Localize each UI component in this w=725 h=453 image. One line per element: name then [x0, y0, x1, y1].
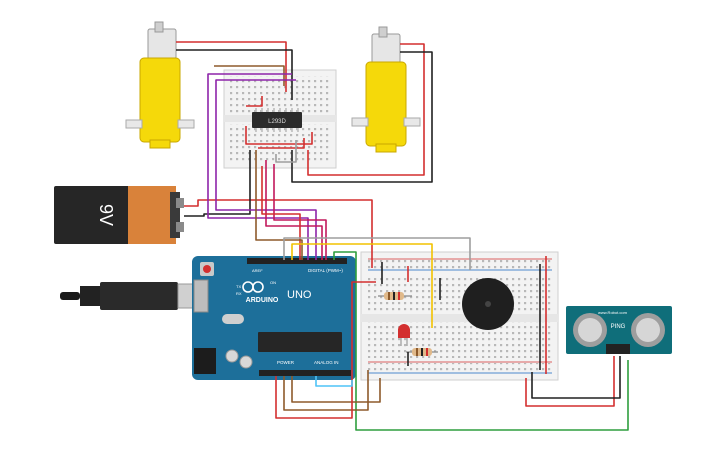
battery-label: 9V — [96, 204, 116, 226]
sensor-model-label: PING — [611, 324, 626, 330]
arduino-model-label: UNO — [287, 289, 312, 301]
wire-yellow — [291, 243, 433, 328]
dc-motor-left — [125, 21, 195, 149]
analog-header-label: ANALOG IN — [314, 360, 339, 365]
wire-red — [184, 199, 373, 268]
arduino-uno-board: ARDUINO UNO DIGITAL (PWM~) AREF TX RX ON… — [192, 256, 356, 380]
wire-black — [176, 49, 293, 100]
wire-grey — [283, 237, 471, 270]
wire-red — [258, 138, 305, 149]
wire-magenta — [265, 160, 323, 260]
wire-red — [525, 356, 615, 407]
rx-label: RX — [236, 291, 242, 296]
resistor-2 — [406, 348, 438, 356]
battery-9v: 9V — [54, 186, 184, 244]
main-breadboard — [360, 251, 559, 381]
wire-blue — [315, 376, 353, 387]
wire-black — [291, 51, 433, 183]
resistor-1 — [378, 292, 412, 300]
red-led — [398, 324, 410, 346]
wire-red — [176, 41, 287, 92]
wire-grey — [275, 140, 297, 163]
wire-brown — [255, 150, 303, 260]
aref-label: AREF — [252, 268, 263, 273]
usb-cable — [60, 282, 197, 310]
mini-breadboard — [223, 69, 337, 169]
wire-red — [261, 166, 301, 260]
motor-driver-label: L293D — [268, 119, 286, 125]
sensor-website-label: www.Robot.com — [598, 310, 628, 315]
wire-black — [184, 150, 251, 217]
arduino-brand-label: ARDUINO — [246, 297, 279, 304]
wire-green — [333, 251, 629, 431]
digital-header-label: DIGITAL (PWM~) — [308, 268, 343, 273]
on-label: ON — [270, 280, 276, 285]
wire-purple — [207, 73, 309, 260]
wires — [176, 41, 629, 431]
wire-brown — [291, 376, 381, 403]
wire-red — [307, 43, 425, 176]
ultrasonic-sensor: www.Robot.com PING — [566, 306, 672, 354]
wire-brown — [283, 370, 369, 411]
wire-red — [275, 281, 376, 419]
tx-label: TX — [236, 284, 241, 289]
wire-red — [246, 96, 263, 107]
dc-motor-right — [351, 26, 421, 153]
power-header-label: POWER — [277, 360, 295, 365]
motor-driver-chip: L293D — [252, 108, 302, 132]
wire-red — [245, 126, 313, 145]
wire-black — [531, 356, 621, 399]
piezo-buzzer — [462, 278, 514, 330]
